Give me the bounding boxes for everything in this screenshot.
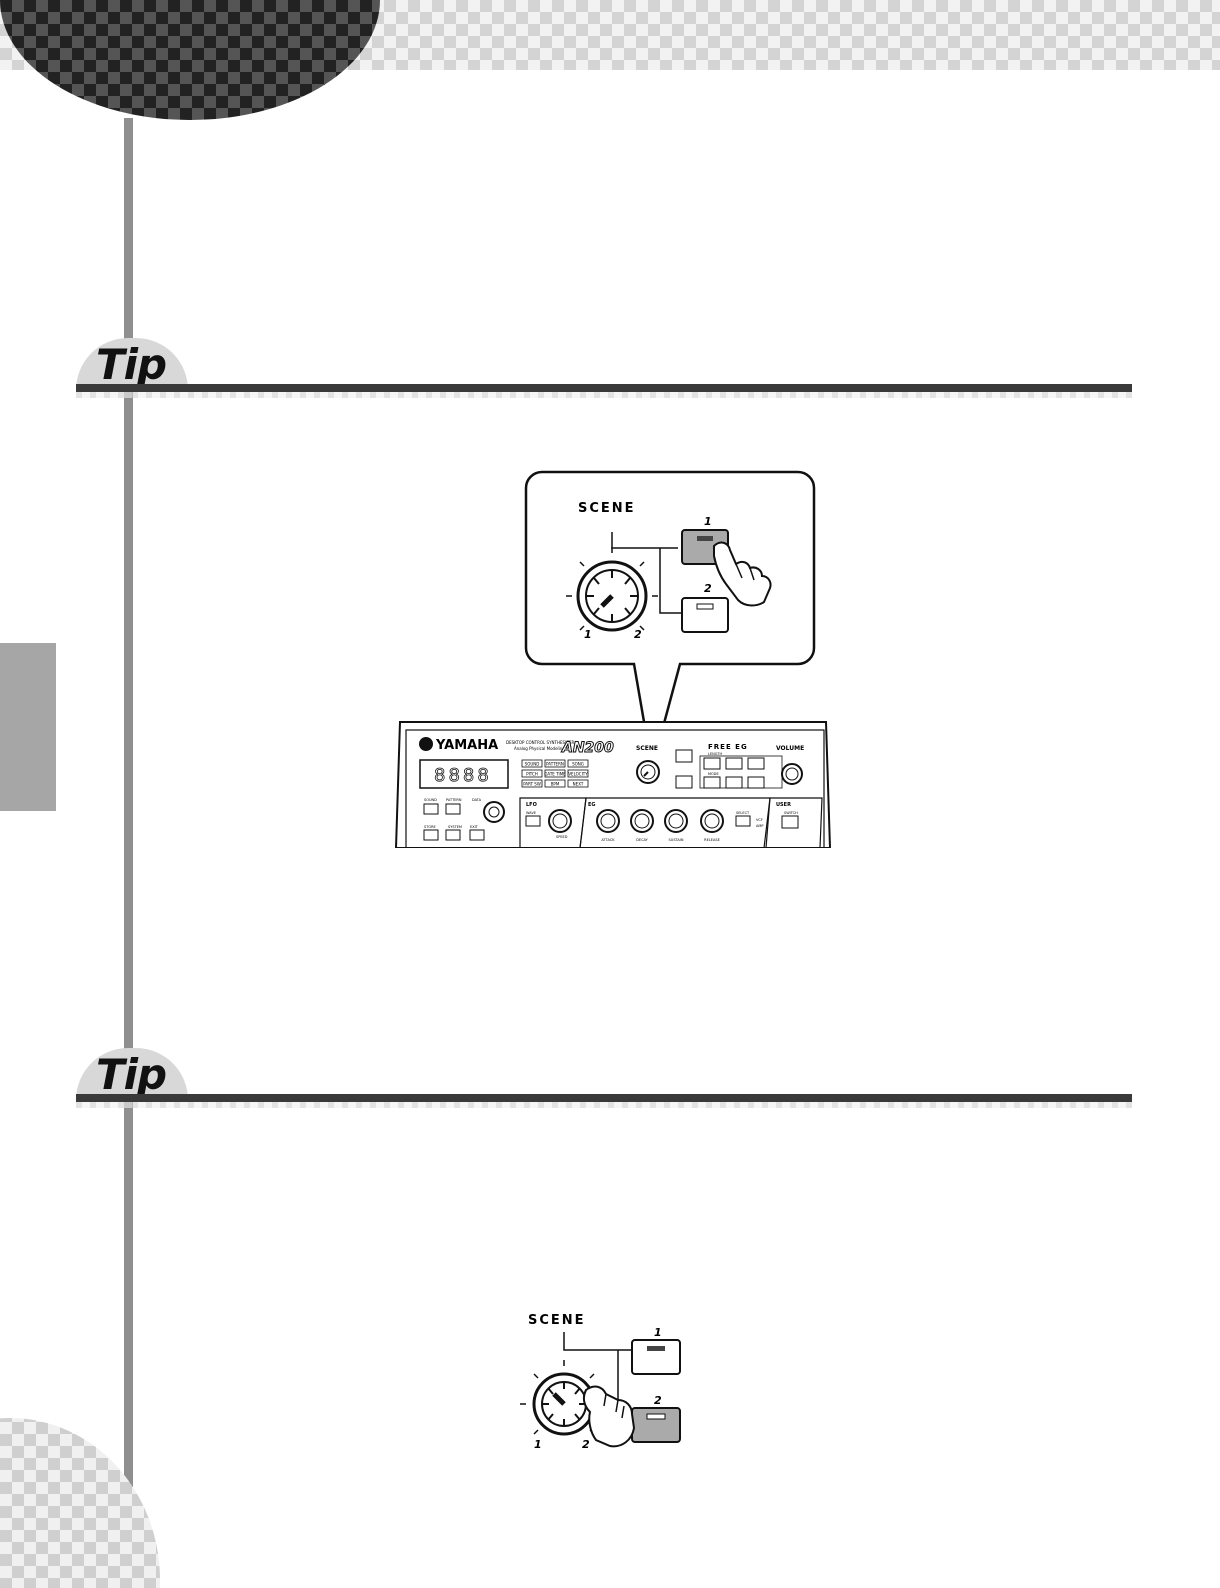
eg-sustain-label: SUSTAIN [669, 838, 684, 842]
panel-brand: YAMAHA [435, 738, 498, 753]
footer-checker-circle [0, 1410, 160, 1588]
dial-mark-2: 2 [634, 628, 642, 641]
volume-label: VOLUME [776, 745, 804, 752]
fig2-dial-mark-1: 1 [534, 1438, 542, 1451]
volume-knob [781, 763, 803, 785]
pointing-hand-icon [713, 541, 772, 607]
lower-label: STORE [424, 825, 436, 829]
lower-label: DATA [472, 798, 482, 802]
fig2-button-1-number: 1 [654, 1326, 662, 1339]
free-eg-length: LENGTH [708, 752, 723, 756]
lfo-speed-label: SPEED [556, 835, 568, 839]
mode-button-label: SONG [572, 762, 584, 767]
callout-scene-dial: 1 2 [566, 547, 658, 641]
free-eg-mode: MODE [708, 772, 719, 776]
mode-button-label: PART SW [523, 782, 541, 787]
mode-button-label: PATTERN [546, 762, 564, 767]
led-display [419, 759, 509, 789]
turning-hand-icon [582, 1385, 636, 1448]
select-vcf: VCF [756, 818, 763, 822]
panel-scene-label: SCENE [636, 745, 658, 752]
mode-button-label: VELOCITY [568, 772, 588, 777]
mode-button-label: SOUND [525, 762, 540, 767]
figure-scene-dial: SCENE 1 2 1 2 [520, 1313, 681, 1451]
fig2-scene-button-1 [631, 1339, 681, 1375]
tip-rule-pattern [76, 392, 1132, 398]
lfo-label: LFO [526, 802, 537, 808]
tip-header-1: Tip [76, 338, 1132, 398]
tip-header-2: Tip [76, 1048, 1132, 1108]
tip-rule [76, 1094, 1132, 1102]
select-label: SELECT [736, 811, 750, 815]
callout-scene-label: SCENE [578, 501, 636, 516]
mode-button-label: NEXT [573, 782, 584, 787]
scene-callout: SCENE 1 2 1 2 [524, 470, 816, 769]
section-side-tab [0, 643, 56, 811]
tip-rule [76, 384, 1132, 392]
eg-release-label: RELEASE [704, 838, 720, 842]
panel-subtitle: DESKTOP CONTROL SYNTHESIZER [506, 740, 574, 745]
eg-decay-label: DECAY [636, 838, 648, 842]
lower-label: SOUND [424, 798, 437, 802]
mode-button-label: BPM [551, 782, 560, 787]
fig2-scene-button-2 [631, 1407, 681, 1443]
an200-front-panel: YAMAHA DESKTOP CONTROL SYNTHESIZER Analo… [394, 721, 832, 848]
yamaha-logo-icon [419, 737, 433, 751]
header-dark-oval [0, 0, 380, 120]
switch-label: SWITCH [784, 811, 798, 815]
button-1-number: 1 [704, 515, 712, 528]
select-amp: AMP [756, 824, 764, 828]
tip-label: Tip [96, 340, 167, 389]
panel-model: AN200 [561, 740, 614, 756]
button-2-number: 2 [704, 582, 712, 595]
lower-label: SYSTEM [448, 825, 462, 829]
led-display-text: 8888 [434, 765, 492, 786]
free-eg-label: FREE EG [708, 743, 748, 751]
dial-mark-1: 1 [584, 628, 592, 641]
lower-label: EXIT [470, 825, 479, 829]
figure-scene-panel: SCENE 1 2 1 2 [394, 470, 832, 848]
fig2-dial-mark-2: 2 [582, 1438, 590, 1451]
lfo-speed-knob [548, 809, 572, 833]
mode-button-label: PITCH [526, 772, 538, 777]
tip-label: Tip [96, 1050, 167, 1099]
eg-attack-label: ATTACK [601, 838, 615, 842]
data-dial [483, 801, 505, 823]
fig2-scene-label: SCENE [528, 1313, 586, 1328]
lfo-wave-label: WAVE [526, 811, 536, 815]
fig2-scene-dial: 1 2 [520, 1360, 596, 1451]
mode-button-label: GATE TIME [544, 772, 566, 777]
eg-label: EG [588, 802, 596, 808]
tip-rule-pattern [76, 1102, 1132, 1108]
user-label: USER [776, 802, 791, 808]
left-margin-rule [124, 118, 133, 1588]
panel-sublabel: Analog Physical Modeling [514, 746, 565, 751]
scene-button-2 [681, 597, 729, 633]
lower-label: PATTERN [446, 798, 462, 802]
fig2-button-2-number: 2 [654, 1394, 662, 1407]
